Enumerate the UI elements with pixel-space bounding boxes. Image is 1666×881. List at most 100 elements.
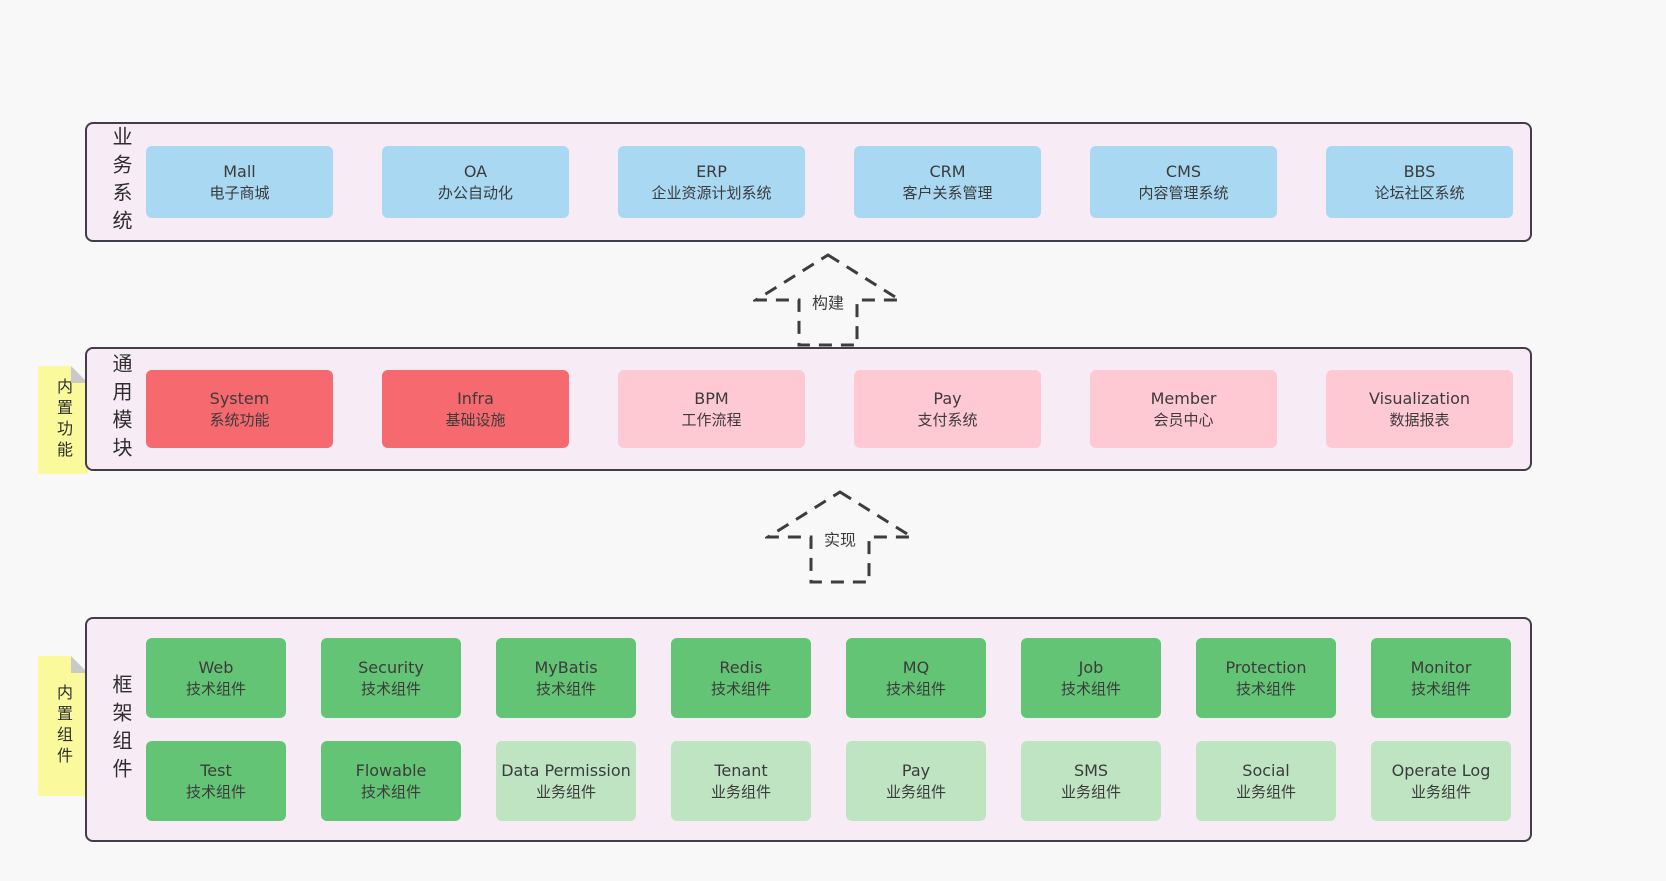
box-pay-module: Pay 支付系统 [854,370,1041,448]
box-name: Member [1150,388,1217,408]
box-name: ERP [696,161,727,181]
box-desc: 技术组件 [185,679,246,698]
box-cms: CMS 内容管理系统 [1090,146,1277,218]
box-desc: 业务组件 [1410,782,1471,801]
box-name: BPM [694,388,729,408]
box-name: Job [1078,657,1104,677]
band-business-systems: 业务系统 Mall 电子商城 OA 办公自动化 ERP 企业资源计划系统 CRM… [85,122,1532,242]
box-social: Social 业务组件 [1196,741,1336,821]
implement-arrow: 实现 [765,489,915,584]
box-desc: 技术组件 [885,679,946,698]
box-desc: 支付系统 [917,410,978,429]
box-operate-log: Operate Log 业务组件 [1371,741,1511,821]
box-name: BBS [1403,161,1436,181]
box-web: Web 技术组件 [146,638,286,718]
box-test: Test 技术组件 [146,741,286,821]
box-desc: 业务组件 [885,782,946,801]
box-name: Monitor [1410,657,1472,677]
sticky-note-built-in-features: 内置功能 [38,366,88,474]
box-desc: 电子商城 [209,183,270,202]
box-desc: 业务组件 [1060,782,1121,801]
box-desc: 技术组件 [360,679,421,698]
box-mall: Mall 电子商城 [146,146,333,218]
box-name: Infra [457,388,494,408]
build-arrow: 构建 [753,252,903,347]
implement-arrow-label: 实现 [818,525,862,552]
box-desc: 业务组件 [1235,782,1296,801]
box-desc: 技术组件 [360,782,421,801]
box-visualization: Visualization 数据报表 [1326,370,1513,448]
box-crm: CRM 客户关系管理 [854,146,1041,218]
box-name: Mall [223,161,256,181]
framework-components-row-1: Web 技术组件 Security 技术组件 MyBatis 技术组件 Redi… [146,638,1511,718]
sticky-note-label: 内置组件 [54,684,73,768]
box-desc: 论坛社区系统 [1374,183,1465,202]
box-name: Protection [1225,657,1307,677]
build-arrow-label: 构建 [806,288,850,315]
box-desc: 内容管理系统 [1138,183,1229,202]
box-desc: 系统功能 [209,410,270,429]
box-desc: 业务组件 [710,782,771,801]
box-name: Visualization [1368,388,1471,408]
box-name: Tenant [714,760,768,780]
box-pay-component: Pay 业务组件 [846,741,986,821]
band-framework-components-label: 框架组件 [109,673,133,786]
box-mq: MQ 技术组件 [846,638,986,718]
box-name: Web [198,657,234,677]
box-desc: 业务组件 [535,782,596,801]
business-systems-row: Mall 电子商城 OA 办公自动化 ERP 企业资源计划系统 CRM 客户关系… [146,146,1513,218]
box-system: System 系统功能 [146,370,333,448]
box-name: Test [200,760,232,780]
box-desc: 基础设施 [445,410,506,429]
framework-components-row-2: Test 技术组件 Flowable 技术组件 Data Permission … [146,741,1511,821]
box-name: MyBatis [534,657,598,677]
box-desc: 工作流程 [681,410,742,429]
box-name: SMS [1073,760,1109,780]
band-business-systems-label: 业务系统 [109,126,133,238]
box-security: Security 技术组件 [321,638,461,718]
box-monitor: Monitor 技术组件 [1371,638,1511,718]
box-name: CRM [929,161,966,181]
band-framework-components: 框架组件 Web 技术组件 Security 技术组件 MyBatis 技术组件… [85,617,1532,842]
band-common-modules: 通用模块 System 系统功能 Infra 基础设施 BPM 工作流程 Pay… [85,347,1532,471]
box-oa: OA 办公自动化 [382,146,569,218]
box-name: MQ [902,657,930,677]
box-name: Operate Log [1391,760,1491,780]
box-data-permission: Data Permission 业务组件 [496,741,636,821]
box-name: CMS [1165,161,1202,181]
box-name: Redis [719,657,763,677]
box-name: Data Permission [501,760,631,780]
box-desc: 技术组件 [185,782,246,801]
box-flowable: Flowable 技术组件 [321,741,461,821]
box-sms: SMS 业务组件 [1021,741,1161,821]
box-tenant: Tenant 业务组件 [671,741,811,821]
box-desc: 技术组件 [535,679,596,698]
box-name: Pay [901,760,931,780]
box-bpm: BPM 工作流程 [618,370,805,448]
sticky-note-label: 内置功能 [54,378,73,462]
box-desc: 技术组件 [1235,679,1296,698]
band-common-modules-label: 通用模块 [109,353,133,465]
box-desc: 数据报表 [1389,410,1450,429]
box-erp: ERP 企业资源计划系统 [618,146,805,218]
sticky-note-built-in-components: 内置组件 [38,656,88,796]
box-desc: 技术组件 [1410,679,1471,698]
box-name: Social [1242,760,1290,780]
box-infra: Infra 基础设施 [382,370,569,448]
box-name: Security [358,657,424,677]
box-member: Member 会员中心 [1090,370,1277,448]
box-bbs: BBS 论坛社区系统 [1326,146,1513,218]
box-name: OA [463,161,488,181]
box-desc: 客户关系管理 [902,183,993,202]
box-redis: Redis 技术组件 [671,638,811,718]
box-desc: 技术组件 [1060,679,1121,698]
box-desc: 会员中心 [1153,410,1214,429]
common-modules-row: System 系统功能 Infra 基础设施 BPM 工作流程 Pay 支付系统… [146,370,1513,448]
box-desc: 办公自动化 [437,183,513,202]
box-job: Job 技术组件 [1021,638,1161,718]
box-protection: Protection 技术组件 [1196,638,1336,718]
box-desc: 技术组件 [710,679,771,698]
box-mybatis: MyBatis 技术组件 [496,638,636,718]
box-name: Pay [933,388,962,408]
